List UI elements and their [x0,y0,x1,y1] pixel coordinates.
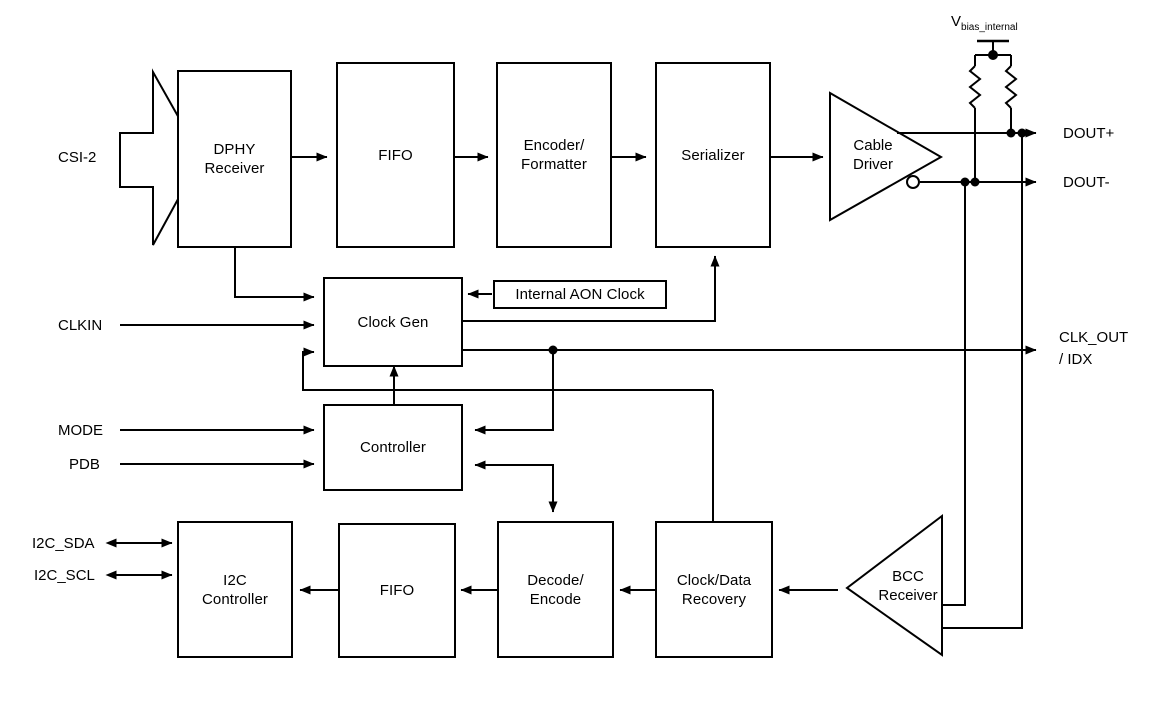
clk-out-line2: / IDX [1059,351,1093,368]
supply-label-vbias-internal: Vbias_internal [951,13,1018,33]
block-fifo-tx[interactable]: FIFO [336,62,455,248]
block-dphy-receiver[interactable]: DPHY Receiver [177,70,292,248]
port-label-dout-plus: DOUT+ [1063,125,1115,142]
inverting-bubble-icon [906,175,920,189]
amplifier-label-line1: BCC [892,568,924,585]
wire-decode-to-controller-and-down [475,464,558,513]
amplifier-label-line1: Cable [853,137,893,154]
amplifier-label-cable-driver: Cable Driver [838,136,908,174]
amplifier-label-line2: Receiver [878,587,938,604]
port-label-clkin: CLKIN [58,317,103,334]
block-decode-encode[interactable]: Decode/ Encode [497,521,614,658]
block-label-line1: Clock/Data [676,571,752,589]
block-label-line1: DPHY [213,141,256,158]
block-encoder-formatter[interactable]: Encoder/ Formatter [496,62,612,248]
port-label-dout-minus: DOUT- [1063,174,1110,191]
amplifier-label-line2: Driver [853,156,893,173]
block-label-line2: Recovery [681,590,747,608]
junction-dot-clkout [548,345,558,355]
wire-doutn-to-bcc [942,182,966,606]
block-controller[interactable]: Controller [323,404,463,491]
resistor-left-icon [968,65,982,109]
block-label-line1: Decode/ [527,571,584,589]
block-label-line2: Encode [529,590,582,608]
port-label-i2c-sda: I2C_SDA [32,535,95,552]
junction-dot-doutp-fb [1017,128,1027,138]
block-label-line1: FIFO [379,582,415,599]
supply-subscript: bias_internal [961,22,1018,33]
junction-dot-doutn-res [970,177,980,187]
block-clock-data-recovery[interactable]: Clock/Data Recovery [655,521,773,658]
block-label-line1: Serializer [681,146,745,164]
block-clock-gen[interactable]: Clock Gen [323,277,463,367]
port-label-csi2: CSI-2 [58,149,97,166]
wire-clkout-branch-to-controller [474,350,554,435]
block-label-line1: Controller [359,439,427,456]
block-label-line1: Internal AON Clock [515,286,645,303]
block-serializer[interactable]: Serializer [655,62,771,248]
amplifier-label-bcc-receiver: BCC Receiver [869,567,947,605]
wire-doutp-to-bcc [942,133,1023,629]
block-i2c-controller[interactable]: I2C Controller [177,521,293,658]
block-label-line1: FIFO [378,146,413,164]
block-label-line2: Controller [201,590,269,608]
block-label-line1: I2C [223,571,247,589]
wire-dphy-to-clockgen [234,248,315,302]
junction-dot-vbias [988,50,998,60]
block-label-line2: Formatter [521,156,587,173]
supply-symbol: V [951,13,962,30]
port-label-pdb: PDB [69,456,100,473]
block-internal-aon-clock[interactable]: Internal AON Clock [493,280,667,309]
block-fifo-rx[interactable]: FIFO [338,523,456,658]
resistor-right-icon [1004,65,1018,109]
port-label-clk-out: CLK_OUT / IDX [1059,327,1169,371]
port-label-mode: MODE [58,422,103,439]
junction-dot-doutn-fb [960,177,970,187]
block-label-line2: Receiver [204,160,265,177]
junction-dot-doutp-res [1006,128,1016,138]
clk-out-line1: CLK_OUT [1059,329,1129,346]
block-label-line1: Encoder/ [523,137,585,154]
port-label-i2c-scl: I2C_SCL [34,567,95,584]
block-label-line1: Clock Gen [357,313,429,331]
